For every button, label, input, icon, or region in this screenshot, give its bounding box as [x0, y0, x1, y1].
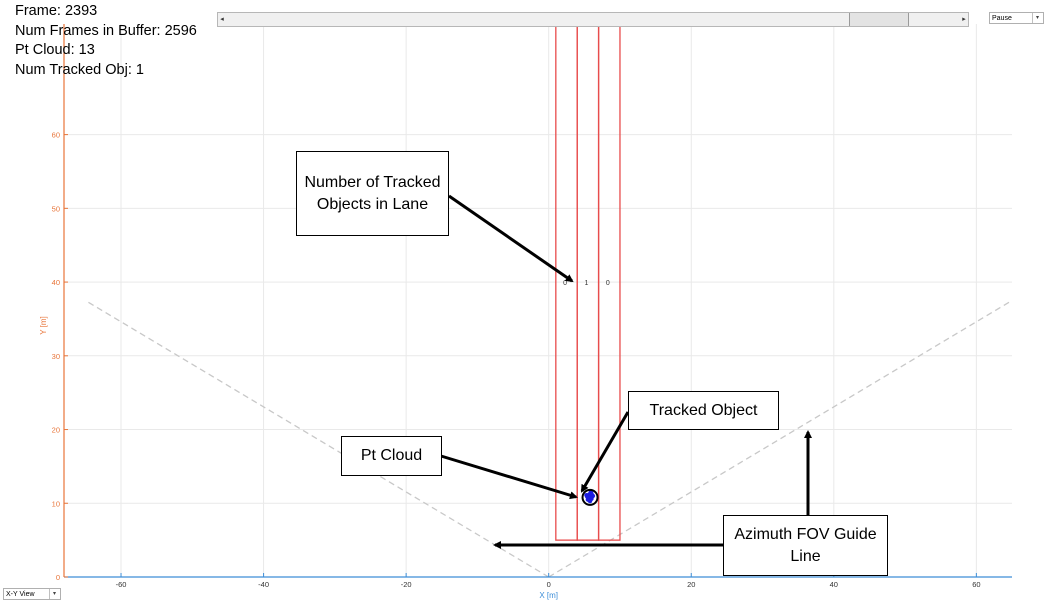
view-select-value: X-Y View: [6, 591, 35, 598]
azimuth-fov-callout: Azimuth FOV Guide Line: [723, 515, 888, 576]
frame-stats: Frame: 2393 Num Frames in Buffer: 2596 P…: [15, 2, 197, 80]
x-axis-label: X [m]: [539, 591, 558, 600]
x-tick-label: 20: [687, 580, 695, 589]
tracked-object-arrow: [580, 411, 630, 493]
frame-slider-thumb[interactable]: [849, 13, 910, 26]
pt-cloud-arrow: [440, 454, 578, 500]
y-axis-label: Y [m]: [39, 316, 48, 335]
chevron-down-icon: ▾: [1032, 13, 1042, 23]
x-tick-label: 0: [547, 580, 551, 589]
lane-count-label: 0: [563, 280, 567, 287]
lane-count-label: 1: [585, 280, 589, 287]
x-tick-label: 60: [972, 580, 980, 589]
pt-cloud-count: Pt Cloud: 13: [15, 42, 95, 58]
playback-select[interactable]: Pause ▾: [989, 12, 1044, 24]
grid-lines: [64, 24, 1012, 578]
tracked-objects: [581, 488, 599, 506]
y-tick-label: 30: [52, 352, 60, 361]
y-tick-label: 20: [52, 426, 60, 435]
x-tick-label: -60: [116, 580, 127, 589]
point-cloud-point: [587, 498, 592, 503]
lane-count-label: 0: [606, 280, 610, 287]
num-tracked-objects: Num Tracked Obj: 1: [15, 61, 144, 78]
scroll-left-arrow-icon[interactable]: ◂: [220, 16, 224, 23]
x-tick-label: 40: [830, 580, 838, 589]
fov-guide-line: [85, 299, 550, 578]
point-cloud-point: [589, 491, 594, 496]
lane-counts: 0 1 0: [563, 280, 610, 287]
tracked-object-marker: [581, 488, 599, 506]
pt-cloud-callout: Pt Cloud: [341, 436, 442, 476]
point-cloud-point: [584, 492, 589, 498]
view-select[interactable]: X-Y View ▾: [3, 588, 61, 600]
y-tick-label: 60: [52, 131, 60, 140]
point-cloud: [584, 490, 596, 504]
scroll-right-arrow-icon[interactable]: ▸: [962, 16, 966, 23]
frame-number: Frame: 2393: [15, 3, 98, 19]
num-frames-in-buffer: Num Frames in Buffer: 2596: [15, 22, 197, 39]
annotation-arrows: [440, 194, 812, 549]
tracked-object-callout: Tracked Object: [628, 391, 779, 430]
lane-count-arrow: [448, 194, 574, 283]
y-tick-label: 50: [52, 204, 60, 213]
x-tick-label: -20: [401, 580, 412, 589]
y-tick-label: 40: [52, 278, 60, 287]
playback-select-value: Pause: [992, 15, 1012, 22]
y-tick-label: 0: [56, 573, 60, 582]
chevron-down-icon: ▾: [49, 589, 59, 599]
frame-slider[interactable]: ◂ ▸: [217, 12, 969, 27]
y-tick-label: 10: [52, 499, 60, 508]
x-tick-label: -40: [258, 580, 269, 589]
lane-count-callout: Number of Tracked Objects in Lane: [296, 151, 449, 236]
